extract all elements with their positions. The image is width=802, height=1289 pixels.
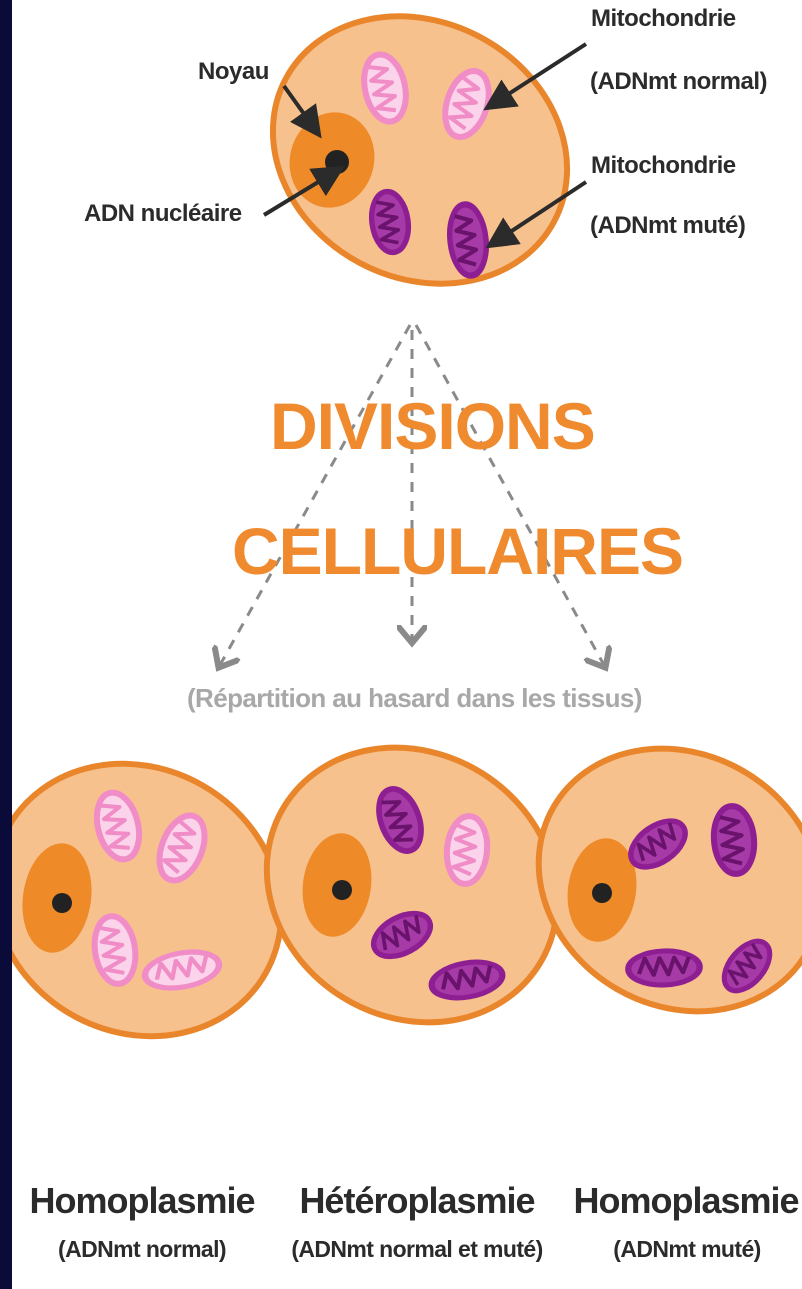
caption-2-title: Hétéroplasmie xyxy=(292,1180,542,1222)
label-adn-nucleaire: ADN nucléaire xyxy=(84,200,242,228)
label-noyau: Noyau xyxy=(198,58,269,86)
label-mito-normal-title: Mitochondrie xyxy=(591,5,736,33)
title-divisions: DIVISIONS xyxy=(270,388,595,464)
caption-1-subtitle: (ADNmt normal) xyxy=(22,1236,262,1263)
subtitle-repartition: (Répartition au hasard dans les tissus) xyxy=(187,683,642,714)
label-mito-mute-title: Mitochondrie xyxy=(591,152,736,180)
caption-2-subtitle: (ADNmt normal et muté) xyxy=(274,1236,560,1263)
division-arrows xyxy=(220,325,604,665)
diagram-canvas: Noyau ADN nucléaire Mitochondrie (ADNmt … xyxy=(12,0,802,1289)
caption-3-subtitle: (ADNmt muté) xyxy=(577,1236,797,1263)
bottom-cell-homoplasmie-mutated xyxy=(491,698,802,1062)
label-mito-normal-sub: (ADNmt normal) xyxy=(590,68,767,96)
diagram-drawing xyxy=(12,0,802,1289)
top-cell xyxy=(226,0,615,334)
caption-1-title: Homoplasmie xyxy=(22,1180,262,1222)
label-mito-mute-sub: (ADNmt muté) xyxy=(590,212,745,240)
caption-3-title: Homoplasmie xyxy=(572,1180,800,1222)
title-cellulaires: CELLULAIRES xyxy=(232,513,683,589)
